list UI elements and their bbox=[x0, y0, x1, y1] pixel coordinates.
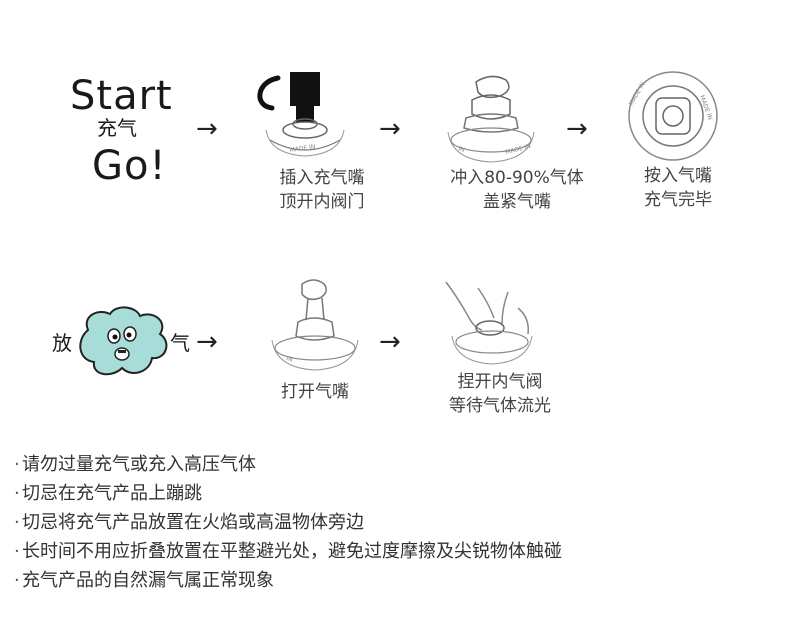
step3-caption: 按入气嘴 充气完毕 bbox=[628, 164, 728, 212]
step1-line1: 插入充气嘴 bbox=[279, 168, 365, 188]
pinch-valve-illustration bbox=[445, 281, 533, 365]
arrow-1: → bbox=[196, 114, 218, 144]
note-text: 切忌将充气产品放置在火焰或高温物体旁边 bbox=[22, 512, 364, 533]
note-bullet: · bbox=[14, 512, 20, 533]
note-item: ·充气产品的自然漏气属正常现象 bbox=[14, 566, 562, 595]
step1-line2: 顶开内阀门 bbox=[279, 192, 365, 212]
step2-line1: 冲入80-90%气体 bbox=[450, 168, 584, 188]
note-bullet: · bbox=[14, 483, 20, 504]
note-text: 充气产品的自然漏气属正常现象 bbox=[22, 570, 274, 591]
valve-stamp-2: MADE IN bbox=[505, 143, 532, 156]
step3-line2: 充气完毕 bbox=[644, 190, 712, 210]
step4-line1: 打开气嘴 bbox=[281, 382, 349, 402]
step3-line1: 按入气嘴 bbox=[644, 166, 712, 186]
arrow-4: → bbox=[196, 327, 218, 357]
step1-caption: 插入充气嘴 顶开内阀门 bbox=[262, 166, 382, 214]
arrow-2: → bbox=[379, 114, 401, 144]
note-item: ·长时间不用应折叠放置在平整避光处，避免过度摩擦及尖锐物体触碰 bbox=[14, 537, 562, 566]
deflate-right-char: 气 bbox=[170, 331, 190, 355]
inflate-text: 充气 bbox=[97, 116, 137, 140]
note-text: 请勿过量充气或充入高压气体 bbox=[22, 454, 256, 475]
notes-list: ·请勿过量充气或充入高压气体 ·切忌在充气产品上蹦跳 ·切忌将充气产品放置在火焰… bbox=[14, 450, 562, 595]
svg-text:MADE IN: MADE IN bbox=[628, 81, 647, 107]
step5-line1: 捏开内气阀 bbox=[457, 372, 543, 392]
note-bullet: · bbox=[14, 570, 20, 591]
note-text: 长时间不用应折叠放置在平整避光处，避免过度摩擦及尖锐物体触碰 bbox=[22, 541, 562, 562]
start-text: Start bbox=[70, 73, 173, 119]
note-bullet: · bbox=[14, 454, 20, 475]
step2-line2: 盖紧气嘴 bbox=[483, 192, 551, 212]
arrow-3: → bbox=[566, 114, 588, 144]
svg-text:IN: IN bbox=[286, 355, 294, 363]
valve-stamp-1: MADE IN bbox=[289, 143, 316, 154]
valve-cap-illustration: IN MADE IN bbox=[447, 75, 535, 163]
note-bullet: · bbox=[14, 541, 20, 562]
arrow-5: → bbox=[379, 327, 401, 357]
valve-open-illustration: IN bbox=[271, 279, 359, 371]
note-item: ·切忌在充气产品上蹦跳 bbox=[14, 479, 562, 508]
note-text: 切忌在充气产品上蹦跳 bbox=[22, 483, 202, 504]
step2-caption: 冲入80-90%气体 盖紧气嘴 bbox=[432, 166, 602, 214]
pump-insert-illustration: MADE IN bbox=[257, 72, 345, 157]
valve-stamp-3: MADE IN bbox=[698, 94, 713, 121]
step4-caption: 打开气嘴 bbox=[260, 380, 370, 404]
note-item: ·切忌将充气产品放置在火焰或高温物体旁边 bbox=[14, 508, 562, 537]
valve-top-illustration: MADE IN MADE IN bbox=[628, 71, 718, 161]
step5-caption: 捏开内气阀 等待气体流光 bbox=[430, 370, 570, 418]
step5-line2: 等待气体流光 bbox=[449, 396, 551, 416]
cloud-face-icon bbox=[79, 306, 168, 376]
svg-text:IN: IN bbox=[457, 145, 465, 154]
note-item: ·请勿过量充气或充入高压气体 bbox=[14, 450, 562, 479]
go-text: Go! bbox=[92, 143, 167, 189]
deflate-left-char: 放 bbox=[52, 331, 72, 355]
